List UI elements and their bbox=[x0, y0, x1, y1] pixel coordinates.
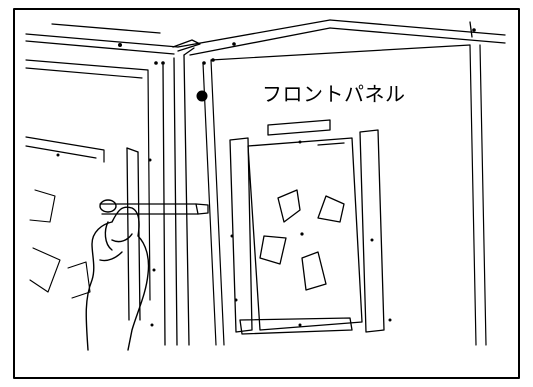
mounting-knob bbox=[196, 90, 208, 102]
corner-post bbox=[126, 47, 195, 346]
cabinet-top-frame bbox=[25, 19, 506, 56]
left-side-panel bbox=[25, 59, 151, 301]
screwdriver bbox=[99, 203, 209, 215]
right-cabinet-frame bbox=[202, 44, 487, 346]
left-panel-openings bbox=[29, 189, 91, 299]
figure-border bbox=[13, 8, 520, 379]
hand bbox=[85, 199, 150, 351]
front-panel bbox=[229, 119, 385, 335]
fastener-marks bbox=[56, 28, 476, 327]
front-panel-label: フロントパネル bbox=[262, 82, 406, 106]
